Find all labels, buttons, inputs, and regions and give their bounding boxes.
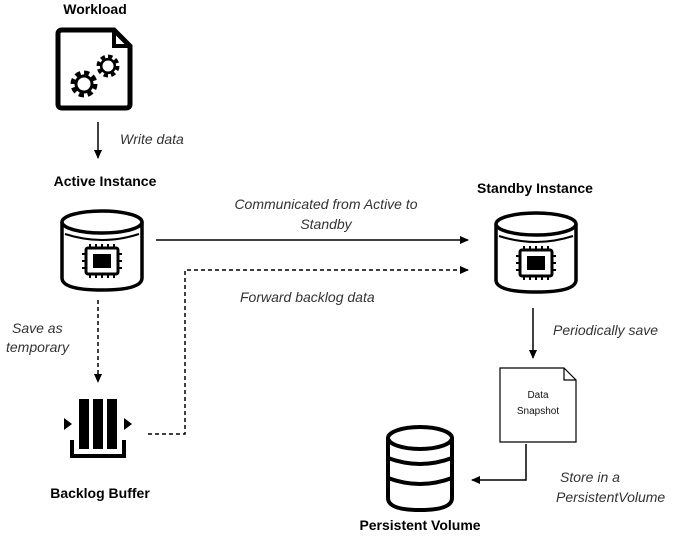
save-label-line1: Save as: [12, 320, 63, 336]
edge-store-persistent: Store in a PersistentVolume: [471, 444, 665, 505]
document-icon: [499, 367, 577, 443]
queue-buffer-icon: [64, 399, 132, 458]
persistent-volume-label: Persistent Volume: [359, 517, 480, 533]
communicated-label-line2: Standby: [300, 216, 352, 232]
save-label-line2: temporary: [6, 339, 70, 355]
standby-instance-node: Standby Instance: [477, 180, 593, 294]
snapshot-label-line2: Snapshot: [517, 406, 559, 417]
store-label-line1: Store in a: [560, 469, 620, 485]
workload-label: Workload: [63, 1, 127, 17]
write-data-label: Write data: [120, 131, 184, 147]
gears-document-icon: [55, 27, 133, 111]
communicated-label-line1: Communicated from Active to: [234, 196, 417, 212]
edge-communicated: Communicated from Active to Standby: [156, 196, 469, 244]
backlog-buffer-node: Backlog Buffer: [50, 399, 150, 501]
periodically-save-label: Periodically save: [553, 322, 658, 338]
edge-save-temporary: Save as temporary: [6, 300, 102, 383]
active-instance-label: Active Instance: [54, 173, 157, 189]
persistent-volume-node: Persistent Volume: [359, 425, 481, 533]
database-stack-icon: [386, 425, 454, 513]
data-snapshot-node: Data Snapshot: [499, 367, 577, 443]
workload-node: Workload: [55, 1, 133, 111]
active-instance-node: Active Instance: [54, 173, 157, 292]
backlog-buffer-label: Backlog Buffer: [50, 485, 150, 501]
edge-write-data: Write data: [94, 122, 184, 159]
edge-periodically-save: Periodically save: [529, 308, 658, 359]
edge-forward-backlog: Forward backlog data: [148, 266, 469, 435]
forward-backlog-label: Forward backlog data: [240, 289, 375, 305]
store-label-line2: PersistentVolume: [556, 489, 665, 505]
standby-database-chip-icon: [494, 211, 578, 294]
snapshot-label-line1: Data: [527, 390, 549, 401]
active-database-chip-icon: [60, 209, 144, 292]
standby-instance-label: Standby Instance: [477, 180, 593, 196]
